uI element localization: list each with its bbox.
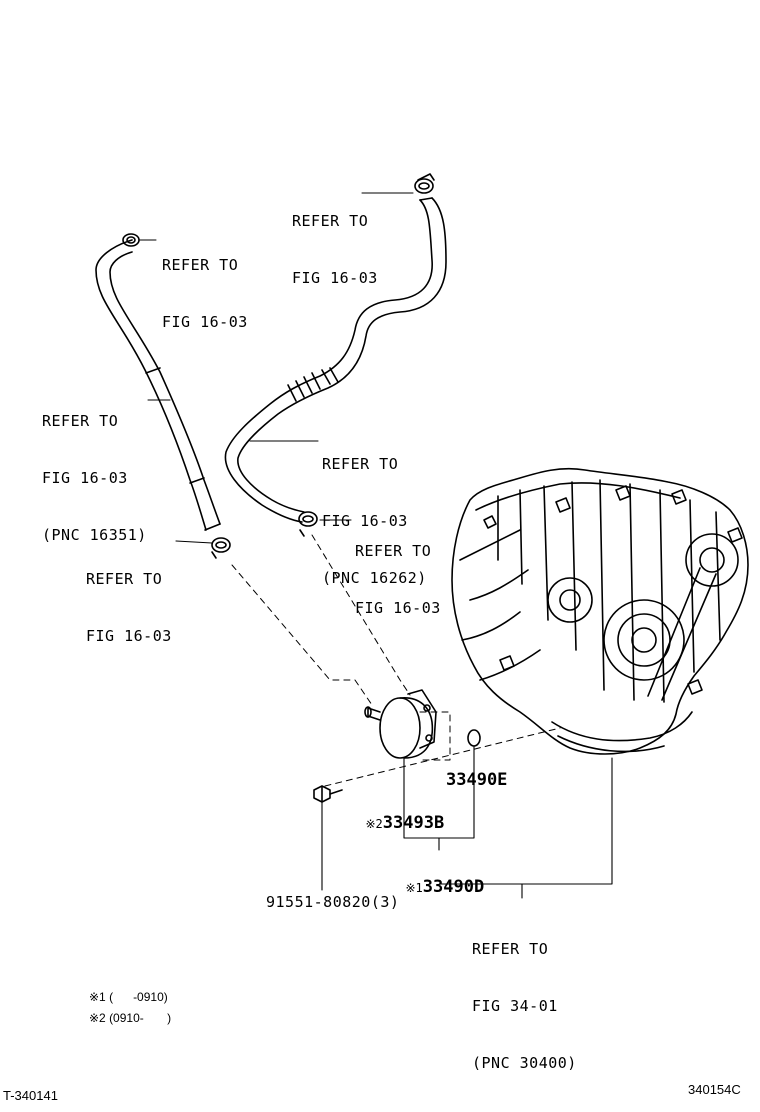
part-33493B: ※233493B	[345, 793, 444, 833]
ref-hose-left-pnc: REFER TO FIG 16-03 (PNC 16351)	[42, 374, 147, 564]
o-ring	[467, 729, 481, 747]
ref-line-2: FIG 16-03	[292, 269, 378, 287]
ref-line-2: FIG 34-01	[472, 997, 558, 1015]
footer-right-code: 340154C	[688, 1082, 741, 1097]
ref-line-2: FIG 16-03	[322, 512, 408, 530]
part-33490D: ※133490D	[385, 857, 484, 897]
clamp-top-left	[122, 233, 157, 247]
ref-hose-middle-pnc: REFER TO FIG 16-03 (PNC 16262)	[322, 417, 427, 607]
ref-line-1: REFER TO	[322, 455, 399, 473]
ref-line-1: REFER TO	[292, 212, 369, 230]
ref-line-3: (PNC 30400)	[472, 1054, 577, 1072]
ref-clamp-left: REFER TO FIG 16-03	[86, 532, 172, 665]
leader-lines	[147, 192, 613, 899]
ref-line-1: REFER TO	[472, 940, 549, 958]
part-bolt: 91551-80820(3)	[266, 893, 400, 911]
part-number: 33490D	[422, 877, 485, 897]
mark-1: ※1	[405, 881, 423, 895]
dashed-guides	[231, 534, 561, 787]
part-33490E: 33490E	[446, 770, 508, 790]
ref-hose-top-left: REFER TO FIG 16-03	[162, 218, 248, 351]
ref-line-2: FIG 16-03	[355, 599, 441, 617]
ref-hose-top-right: REFER TO FIG 16-03	[292, 174, 378, 307]
note-1: ※1 ( -0910)	[89, 990, 168, 1004]
hose-middle	[224, 197, 447, 523]
clamp-top-right	[414, 173, 435, 194]
mark-2: ※2	[365, 817, 383, 831]
hose-left	[95, 239, 221, 531]
ref-line-1: REFER TO	[355, 542, 432, 560]
ref-transaxle: REFER TO FIG 34-01 (PNC 30400)	[472, 902, 577, 1092]
ref-line-1: REFER TO	[162, 256, 239, 274]
ref-clamp-right: REFER TO FIG 16-03	[355, 504, 441, 637]
clamp-left-bottom	[211, 537, 231, 559]
bolt	[313, 785, 343, 803]
ref-line-3: (PNC 16351)	[42, 526, 147, 544]
ref-line-2: FIG 16-03	[42, 469, 128, 487]
ref-line-3: (PNC 16262)	[322, 569, 427, 587]
part-number: 33493B	[382, 813, 445, 833]
ref-line-2: FIG 16-03	[86, 627, 172, 645]
ref-line-2: FIG 16-03	[162, 313, 248, 331]
vacuum-pump	[364, 689, 437, 759]
footer-left-code: T-340141	[3, 1088, 58, 1103]
clamp-middle	[298, 511, 318, 537]
ref-line-1: REFER TO	[42, 412, 119, 430]
transaxle-assembly	[451, 467, 749, 755]
ref-line-1: REFER TO	[86, 570, 163, 588]
note-2: ※2 (0910- )	[89, 1011, 172, 1025]
